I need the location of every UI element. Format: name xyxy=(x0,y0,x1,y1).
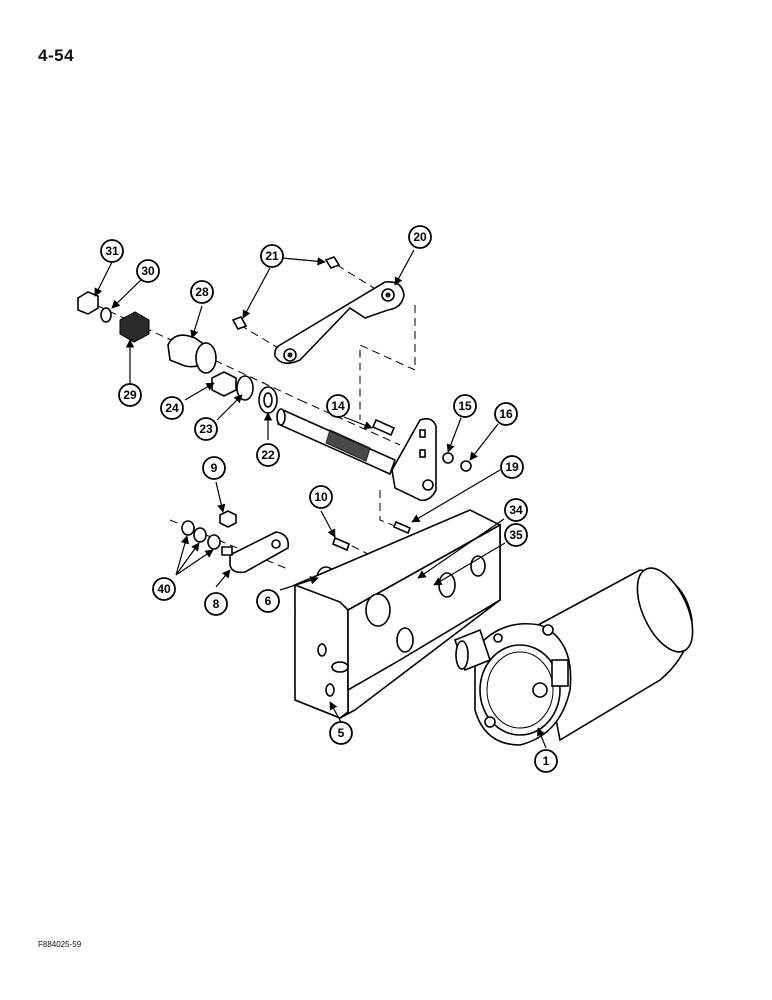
callout-30: 30 xyxy=(136,259,160,283)
svg-text:15: 15 xyxy=(458,399,472,413)
callout-10: 10 xyxy=(309,485,333,509)
callout-19: 19 xyxy=(500,455,524,479)
part-spacers xyxy=(231,256,341,330)
callout-22: 22 xyxy=(256,443,280,467)
callout-20: 20 xyxy=(408,225,432,249)
callout-34: 34 xyxy=(504,498,528,522)
part-hub-assembly xyxy=(77,291,278,414)
callout-6: 6 xyxy=(256,589,280,613)
part-wiper-motor xyxy=(454,567,694,746)
part-mounting-bracket xyxy=(292,509,502,719)
svg-text:9: 9 xyxy=(211,461,218,475)
svg-text:20: 20 xyxy=(413,230,427,244)
svg-text:5: 5 xyxy=(338,726,345,740)
callout-15: 15 xyxy=(453,394,477,418)
part-shaft-crank xyxy=(276,408,472,535)
callout-21: 21 xyxy=(260,244,284,268)
callout-14: 14 xyxy=(326,394,350,418)
svg-text:23: 23 xyxy=(199,422,213,436)
callout-16: 16 xyxy=(494,402,518,426)
callout-40: 40 xyxy=(152,577,176,601)
leader-lines xyxy=(94,249,547,749)
svg-text:40: 40 xyxy=(157,582,171,596)
svg-text:35: 35 xyxy=(509,528,523,542)
callout-5: 5 xyxy=(329,721,353,745)
svg-text:1: 1 xyxy=(543,754,550,768)
callout-24: 24 xyxy=(160,396,184,420)
svg-text:21: 21 xyxy=(265,249,279,263)
callout-35: 35 xyxy=(504,523,528,547)
callout-23: 23 xyxy=(194,417,218,441)
svg-text:22: 22 xyxy=(261,448,275,462)
svg-text:28: 28 xyxy=(195,285,209,299)
svg-text:16: 16 xyxy=(499,407,513,421)
callout-29: 29 xyxy=(118,383,142,407)
svg-text:14: 14 xyxy=(331,399,345,413)
svg-text:8: 8 xyxy=(213,597,220,611)
callout-9: 9 xyxy=(202,456,226,480)
svg-text:29: 29 xyxy=(123,388,137,402)
svg-text:24: 24 xyxy=(165,401,179,415)
callout-31: 31 xyxy=(100,239,124,263)
svg-text:30: 30 xyxy=(141,264,155,278)
svg-text:34: 34 xyxy=(509,503,523,517)
callout-28: 28 xyxy=(190,280,214,304)
svg-text:6: 6 xyxy=(265,594,272,608)
svg-text:31: 31 xyxy=(105,244,119,258)
page-number: 4-54 xyxy=(38,46,75,65)
svg-text:10: 10 xyxy=(314,490,328,504)
svg-text:19: 19 xyxy=(505,460,519,474)
part-lever-arm xyxy=(274,280,405,364)
callout-1: 1 xyxy=(534,749,558,773)
figure-code: F884025-59 xyxy=(38,940,82,949)
callout-8: 8 xyxy=(204,592,228,616)
